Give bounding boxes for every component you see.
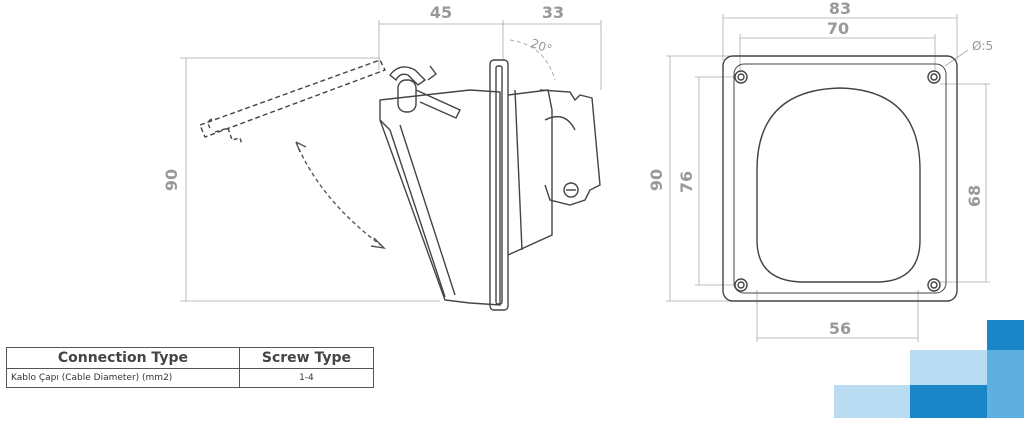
dim-plate-height-outer: 90: [647, 169, 666, 191]
dim-hole-diameter: Ø:5: [972, 39, 993, 53]
table-header-cell: Screw Type: [238, 347, 375, 369]
decor-tile: [910, 385, 987, 418]
decor-tile: [987, 350, 1024, 385]
spec-table: Connection Type Screw Type Kablo Çapı (C…: [6, 347, 375, 388]
side-view: [180, 20, 602, 311]
table-cell: 1-4: [238, 368, 375, 388]
dim-opening-height: 68: [965, 185, 984, 207]
decor-tile: [987, 385, 1024, 418]
decor-tile: [834, 385, 910, 418]
decor-tile: [910, 350, 987, 385]
dim-plate-width-outer: 83: [829, 0, 851, 18]
front-view: [666, 14, 990, 342]
table-cell: Kablo Çapı (Cable Diameter) (mm2): [6, 368, 240, 388]
decor-tile: [987, 320, 1024, 350]
table-header-cell: Connection Type: [6, 347, 240, 369]
dim-plate-height-holes: 76: [677, 171, 696, 193]
dim-side-depth-back: 33: [542, 3, 564, 22]
dim-side-depth-front: 45: [430, 3, 452, 22]
dim-side-height: 90: [162, 169, 181, 191]
dim-lid-angle: 20°: [529, 36, 554, 56]
table-row: Kablo Çapı (Cable Diameter) (mm2) 1-4: [6, 368, 375, 388]
dim-plate-width-holes: 70: [827, 19, 849, 38]
table-header-row: Connection Type Screw Type: [6, 347, 375, 369]
dim-opening-width: 56: [829, 319, 851, 338]
